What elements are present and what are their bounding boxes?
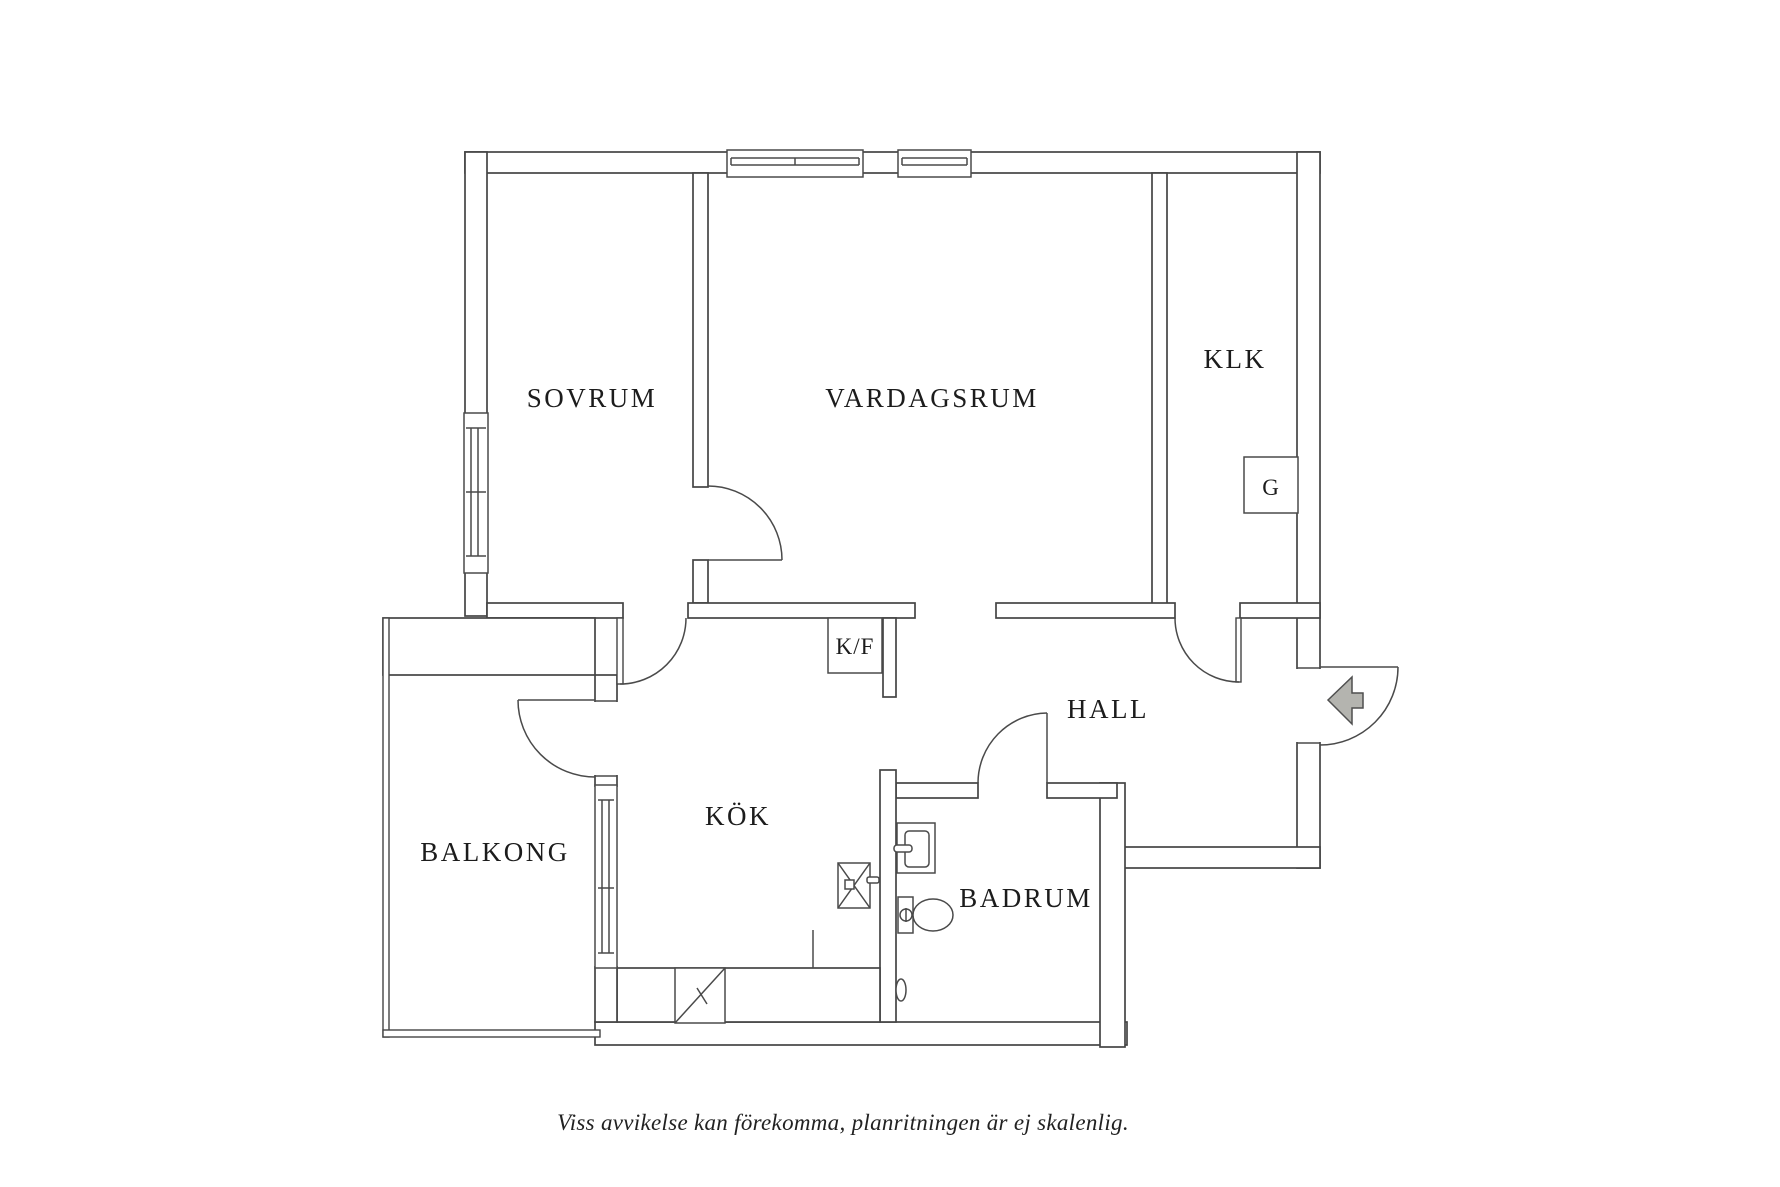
toilet-icon (897, 896, 954, 934)
wall-south-b (687, 602, 916, 619)
wall-south-a (486, 602, 624, 619)
window-icon-sovrum-west (463, 412, 489, 574)
room-label-hall: HALL (1067, 694, 1149, 724)
wall-top (464, 151, 1321, 174)
interior-walls (486, 172, 1321, 1048)
entry-opening (1295, 669, 1322, 742)
hatch-appliance-icon (674, 967, 726, 1024)
badrum-fixtures (893, 822, 954, 1002)
wall-badrum-right (1099, 782, 1126, 1048)
wall-sovrum-vardagsrum-upper (692, 172, 709, 488)
room-label-badrum: BADRUM (959, 883, 1093, 913)
wall-sovrum-vardagsrum-lower (692, 559, 709, 604)
wall-bottom (594, 1021, 1128, 1046)
wall-kf-stub (882, 617, 897, 698)
shower-valve-icon (895, 978, 907, 1002)
door-kok (616, 617, 687, 685)
wall-bottom-right (1116, 846, 1321, 869)
fridge-freezer-box (827, 617, 883, 674)
door-klk (1174, 617, 1242, 683)
wardrobe-box (1243, 456, 1299, 514)
room-label-kok: KÖK (705, 801, 771, 831)
room-label-sovrum: SOVRUM (527, 383, 658, 413)
wall-right (1296, 151, 1321, 869)
window-icon-vardagsrum-small (897, 149, 972, 178)
disclaimer-caption: Viss avvikelse kan förekomma, planritnin… (557, 1110, 1129, 1135)
door-badrum (977, 712, 1048, 784)
balcony-left-wall (382, 617, 390, 1038)
door-entry (1319, 666, 1399, 746)
wall-badrum-top-right (1046, 782, 1118, 799)
washbasin-icon (893, 822, 936, 874)
label-garderob: G (1262, 475, 1280, 500)
room-label-vardagsrum: VARDAGSRUM (825, 383, 1039, 413)
balcony-door-jambs (595, 700, 617, 777)
entry-jambs (1297, 667, 1320, 744)
room-label-balkong: BALKONG (420, 837, 570, 867)
balcony-door-opening (593, 702, 619, 775)
kok-fixtures (674, 862, 880, 1024)
balcony-bottom-wall (382, 1029, 601, 1038)
balcony-top-wall (382, 617, 596, 676)
door-sovrum-vardagsrum (707, 485, 783, 561)
door-balkong (517, 699, 596, 778)
wall-south-c (995, 602, 1176, 619)
doors (517, 485, 1399, 784)
wall-south-d (1239, 602, 1321, 619)
kitchen-sink-icon (837, 862, 880, 909)
windows (463, 149, 972, 969)
entry-arrow-icon (1326, 675, 1364, 726)
kok-lower-strip (616, 967, 881, 1023)
window-icon-kok-balkong (594, 784, 618, 969)
wall-kok-badrum (879, 769, 897, 1023)
window-icon-vardagsrum-large (726, 149, 864, 178)
label-kyl-frys: K/F (836, 634, 875, 659)
wall-vardagsrum-klk (1151, 172, 1168, 607)
balcony-walls (382, 617, 601, 1038)
room-label-klk: KLK (1204, 344, 1267, 374)
room-labels: SOVRUM VARDAGSRUM KLK HALL KÖK BALKONG B… (420, 344, 1280, 913)
wall-badrum-top-left (895, 782, 979, 799)
